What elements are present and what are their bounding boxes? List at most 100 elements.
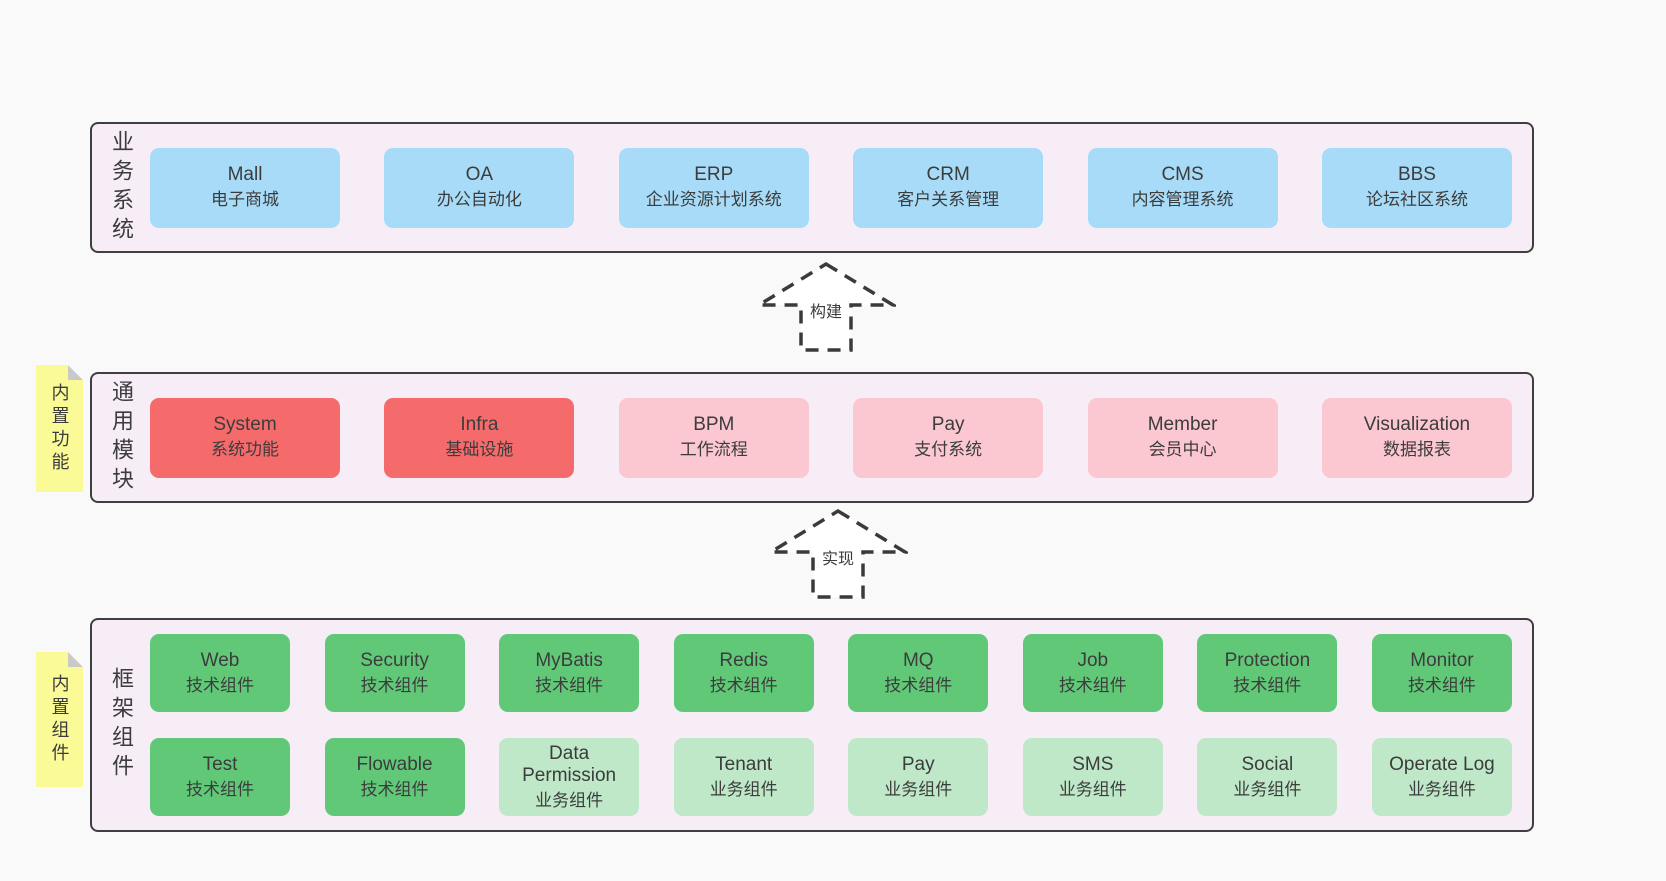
box-subtitle: 企业资源计划系统 xyxy=(645,190,782,210)
band-label-text: 业务系统 xyxy=(109,129,134,246)
box-title: BPM xyxy=(693,414,735,436)
box-title: Redis xyxy=(719,649,768,671)
box-title: OA xyxy=(465,164,494,186)
box-title: BBS xyxy=(1397,164,1436,186)
box-title: Visualization xyxy=(1363,414,1471,436)
box-crm: CRM 客户关系管理 xyxy=(853,147,1044,228)
box-title: Pay xyxy=(931,414,965,436)
box-title: MQ xyxy=(902,649,934,671)
box-title: Pay xyxy=(901,753,935,775)
note-text: 内置功能 xyxy=(49,382,70,475)
box-subtitle: 电子商城 xyxy=(211,190,279,210)
box-subtitle: 业务组件 xyxy=(1233,779,1302,799)
box-security: Security 技术组件 xyxy=(324,634,465,712)
arrow-implement-label: 实现 xyxy=(818,545,858,569)
box-subtitle: 技术组件 xyxy=(709,675,778,695)
box-title: SMS xyxy=(1072,753,1114,775)
box-title: Flowable xyxy=(356,753,433,775)
box-subtitle: 技术组件 xyxy=(360,779,429,799)
box-subtitle: 技术组件 xyxy=(884,675,953,695)
box-tenant: Tenant 业务组件 xyxy=(673,738,814,816)
box-protection: Protection 技术组件 xyxy=(1197,634,1338,712)
box-subtitle: 技术组件 xyxy=(1407,675,1476,695)
box-system: System 系统功能 xyxy=(150,397,340,478)
box-subtitle: 基础设施 xyxy=(445,440,514,460)
box-title: Web xyxy=(200,649,240,671)
box-title: Social xyxy=(1241,753,1294,775)
note-built-in-features: 内置功能 xyxy=(36,365,83,492)
box-pay-component: Pay 业务组件 xyxy=(848,738,989,816)
box-subtitle: 客户关系管理 xyxy=(897,190,1000,210)
box-subtitle: 办公自动化 xyxy=(436,190,522,210)
box-subtitle: 支付系统 xyxy=(914,440,983,460)
box-subtitle: 业务组件 xyxy=(884,779,953,799)
box-title: MyBatis xyxy=(535,649,603,671)
common-modules-boxes: System 系统功能 Infra 基础设施 BPM 工作流程 Pay 支付系统… xyxy=(150,374,1532,501)
framework-row-2: Test 技术组件 Flowable 技术组件 Data Permission … xyxy=(150,738,1512,816)
arrow-implement: 实现 xyxy=(768,508,908,600)
box-mall: Mall 电子商城 xyxy=(150,147,340,228)
band-business-systems: 业务系统 Mall 电子商城 OA 办公自动化 ERP 企业资源计划系统 CRM… xyxy=(90,122,1534,253)
box-subtitle: 业务组件 xyxy=(1058,779,1127,799)
box-test: Test 技术组件 xyxy=(150,738,290,816)
note-text: 内置组件 xyxy=(49,673,70,766)
box-title: Infra xyxy=(460,414,499,436)
band-label-text: 框架组件 xyxy=(109,667,134,783)
box-title: Operate Log xyxy=(1389,753,1495,775)
folded-corner-icon xyxy=(68,652,83,667)
band-framework-components-label: 框架组件 xyxy=(92,620,150,830)
box-flowable: Flowable 技术组件 xyxy=(324,738,465,816)
box-oa: OA 办公自动化 xyxy=(384,147,575,228)
box-bbs: BBS 论坛社区系统 xyxy=(1321,147,1512,228)
box-subtitle: 数据报表 xyxy=(1382,440,1451,460)
box-member: Member 会员中心 xyxy=(1087,397,1278,478)
box-subtitle: 内容管理系统 xyxy=(1131,190,1234,210)
band-common-modules-label: 通用模块 xyxy=(92,374,150,501)
framework-row-1: Web 技术组件 Security 技术组件 MyBatis 技术组件 Redi… xyxy=(150,634,1512,712)
box-visualization: Visualization 数据报表 xyxy=(1321,397,1512,478)
box-subtitle: 技术组件 xyxy=(535,675,604,695)
box-pay-module: Pay 支付系统 xyxy=(853,397,1044,478)
box-operate-log: Operate Log 业务组件 xyxy=(1371,738,1512,816)
box-subtitle: 业务组件 xyxy=(1407,779,1476,799)
framework-components-grid: Web 技术组件 Security 技术组件 MyBatis 技术组件 Redi… xyxy=(150,620,1532,830)
box-monitor: Monitor 技术组件 xyxy=(1371,634,1512,712)
box-title: Monitor xyxy=(1410,649,1474,671)
box-title: CRM xyxy=(926,164,970,186)
arrow-build-label: 构建 xyxy=(806,298,846,322)
band-common-modules: 通用模块 System 系统功能 Infra 基础设施 BPM 工作流程 Pay… xyxy=(90,372,1534,503)
box-subtitle: 技术组件 xyxy=(360,675,429,695)
box-mq: MQ 技术组件 xyxy=(848,634,989,712)
box-title: Tenant xyxy=(715,753,773,775)
box-web: Web 技术组件 xyxy=(150,634,290,712)
box-subtitle: 系统功能 xyxy=(211,440,279,460)
box-subtitle: 技术组件 xyxy=(1058,675,1127,695)
box-subtitle: 会员中心 xyxy=(1148,440,1217,460)
box-job: Job 技术组件 xyxy=(1022,634,1163,712)
box-subtitle: 论坛社区系统 xyxy=(1365,190,1468,210)
box-subtitle: 工作流程 xyxy=(679,440,748,460)
box-subtitle: 技术组件 xyxy=(186,779,254,799)
box-title: Test xyxy=(202,753,238,775)
box-infra: Infra 基础设施 xyxy=(384,397,575,478)
box-title: Security xyxy=(360,649,429,671)
box-data-permission: Data Permission 业务组件 xyxy=(499,738,640,816)
box-title: System xyxy=(213,414,277,436)
box-sms: SMS 业务组件 xyxy=(1022,738,1163,816)
box-erp: ERP 企业资源计划系统 xyxy=(618,147,809,228)
folded-corner-icon xyxy=(68,365,83,380)
box-title: ERP xyxy=(694,164,734,186)
note-built-in-components: 内置组件 xyxy=(36,652,83,787)
box-subtitle: 技术组件 xyxy=(1233,675,1302,695)
box-title: Member xyxy=(1147,414,1218,436)
box-subtitle: 技术组件 xyxy=(186,675,254,695)
box-redis: Redis 技术组件 xyxy=(673,634,814,712)
arrow-build: 构建 xyxy=(756,261,896,353)
box-social: Social 业务组件 xyxy=(1197,738,1338,816)
band-framework-components: 框架组件 Web 技术组件 Security 技术组件 MyBatis 技术组件… xyxy=(90,618,1534,832)
box-title: Data Permission xyxy=(522,742,617,786)
box-title: Job xyxy=(1077,649,1109,671)
band-business-systems-label: 业务系统 xyxy=(92,124,150,251)
box-mybatis: MyBatis 技术组件 xyxy=(499,634,640,712)
